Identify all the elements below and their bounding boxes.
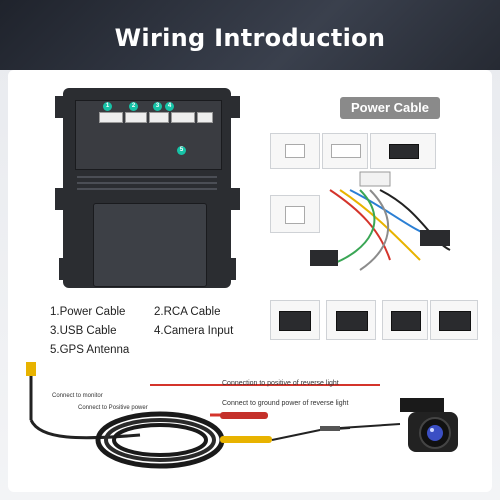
camera-bracket [400, 398, 444, 412]
connector-photo [430, 300, 478, 340]
connector-plug [391, 311, 421, 331]
connector-photo [370, 133, 436, 169]
connector-photo [270, 300, 320, 340]
rear-panel [75, 100, 222, 170]
camera-wiring-image [26, 362, 458, 469]
harness-wire [359, 189, 389, 271]
page-title: Wiring Introduction [114, 24, 386, 52]
harness-plug [310, 250, 338, 266]
connector-plug [285, 206, 305, 224]
heat-rib [77, 176, 217, 178]
cable-segment [339, 423, 401, 429]
harness-wire [329, 189, 376, 266]
rca-plug-left [26, 362, 36, 376]
connector-plug [336, 311, 368, 331]
red-connector [220, 412, 268, 419]
heat-rib [77, 188, 217, 190]
head-unit-rear-image: 1 2 3 4 5 [55, 88, 240, 296]
harness-wire [339, 189, 421, 261]
coiled-cable [112, 423, 208, 457]
harness-plug [359, 171, 391, 187]
label-connect-ground-reverse: Connect to ground power of reverse light [222, 400, 349, 407]
heat-rib [77, 182, 217, 184]
connector-plug [279, 311, 311, 331]
harness-plug [420, 230, 450, 246]
legend-item-gps-antenna: 5.GPS Antenna [50, 344, 130, 356]
badge-3: 3 [153, 102, 162, 111]
connector-plug [285, 144, 305, 158]
badge-5: 5 [177, 146, 186, 155]
label-connect-positive-reverse: Connection to positive of reverse light [222, 380, 339, 387]
mount-ear-right-mid [228, 188, 240, 210]
label-connect-positive-power: Connect to Positive power [78, 405, 148, 411]
connector-plug [439, 311, 471, 331]
camera-port [171, 112, 195, 123]
cable-segment [29, 419, 141, 440]
label-connect-to-monitor: Connect to monitor [52, 393, 103, 399]
badge-2: 2 [129, 102, 138, 111]
power-cable-label: Power Cable [340, 97, 440, 119]
connector-photo [326, 300, 376, 340]
usb-port [149, 112, 169, 123]
legend-item-usb-cable: 3.USB Cable [50, 325, 117, 337]
badge-4: 4 [165, 102, 174, 111]
badge-1: 1 [103, 102, 112, 111]
harness-wire [329, 189, 391, 261]
rca-connector-middle [220, 436, 272, 443]
connector-photo [270, 133, 320, 169]
connector-photo [270, 195, 320, 233]
camera-lens-glass [427, 425, 443, 441]
legend-item-rca-cable: 2.RCA Cable [154, 306, 221, 318]
connector-plug [389, 144, 419, 159]
mount-ear-right-top [228, 96, 240, 118]
aux-port [197, 112, 213, 123]
harness-wire [379, 189, 451, 251]
rear-chassis [93, 203, 207, 287]
header-banner: Wiring Introduction [0, 0, 500, 70]
legend-item-power-cable: 1.Power Cable [50, 306, 126, 318]
rca-port [125, 112, 147, 123]
power-harness-image [310, 171, 451, 271]
legend-item-camera-input: 4.Camera Input [154, 325, 234, 337]
inline-connector [320, 426, 340, 431]
power-port [99, 112, 123, 123]
connector-photo [322, 133, 368, 169]
coiled-cable [104, 418, 216, 462]
connector-plug [331, 144, 361, 158]
connector-photo [382, 300, 428, 340]
lens-highlight [430, 428, 434, 432]
